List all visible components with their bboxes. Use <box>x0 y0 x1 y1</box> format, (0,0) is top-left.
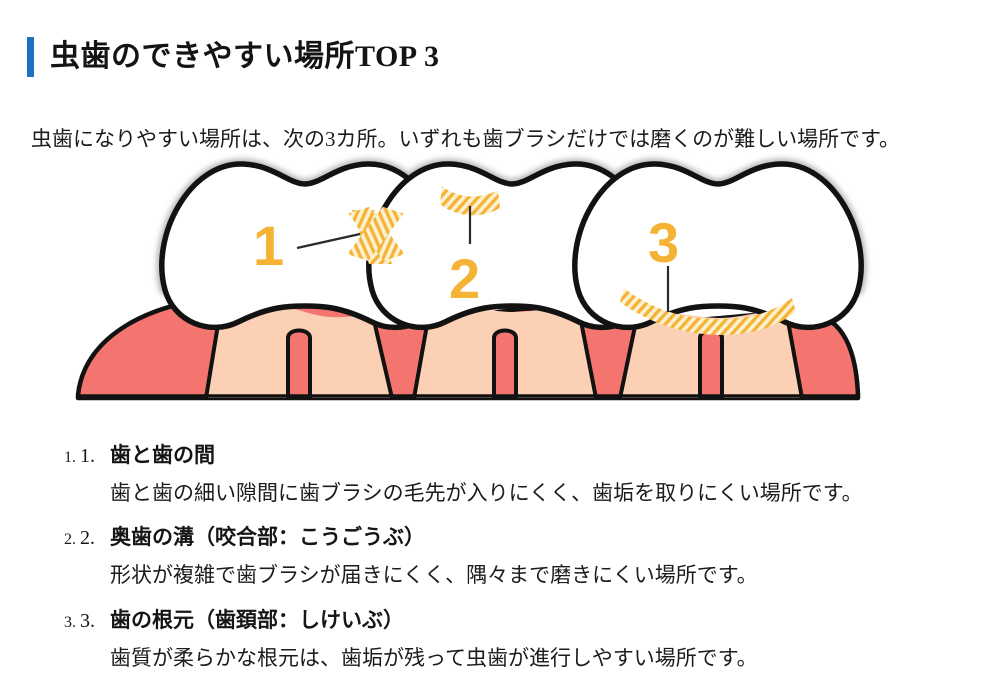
list-item-number: 1. <box>80 445 95 467</box>
list-item-title: 歯の根元（歯頚部：しけいぶ） <box>110 607 404 632</box>
marker-1-hatch <box>347 206 405 261</box>
list-item: 2. 奥歯の溝（咬合部：こうごうぶ） 形状が複雑で歯ブラシが届きにくく、隅々まで… <box>80 522 1000 590</box>
list-item-heading: 1. 歯と歯の間 <box>80 440 1000 471</box>
marker-1-number: 1 <box>253 214 284 277</box>
marker-1-leader-line <box>296 232 361 250</box>
marker-3-group: 3 <box>620 211 796 336</box>
list-item-number: 2. <box>80 527 95 550</box>
page-header: 虫歯のできやすい場所TOP 3 <box>27 33 439 81</box>
list-item-number: 3. <box>80 609 95 632</box>
marker-1-group: 1 <box>253 206 405 277</box>
list-item-heading: 3. 歯の根元（歯頚部：しけいぶ） <box>80 605 1000 636</box>
marker-2-group: 2 <box>440 186 500 310</box>
marker-3-hatch <box>620 288 796 336</box>
marker-2-number: 2 <box>449 247 480 310</box>
list-item: 3. 歯の根元（歯頚部：しけいぶ） 歯質が柔らかな根元は、歯垢が残って虫歯が進行… <box>80 605 1000 673</box>
tooth-illustration-svg: 1 2 3 <box>75 158 867 401</box>
list-item-title: 歯と歯の間 <box>110 443 215 467</box>
list-item: 1. 歯と歯の間 歯と歯の細い隙間に歯ブラシの毛先が入りにくく、歯垢を取りにくい… <box>80 440 1000 508</box>
list-item-title: 奥歯の溝（咬合部：こうごうぶ） <box>110 525 425 550</box>
list-item-heading: 2. 奥歯の溝（咬合部：こうごうぶ） <box>80 522 1000 553</box>
accent-bar <box>27 37 34 77</box>
cavity-prone-spots-list: 1. 歯と歯の間 歯と歯の細い隙間に歯ブラシの毛先が入りにくく、歯垢を取りにくい… <box>40 440 1000 673</box>
list-item-body: 歯質が柔らかな根元は、歯垢が残って虫歯が進行しやすい場所です。 <box>110 645 758 670</box>
lead-paragraph: 虫歯になりやすい場所は、次の3カ所。いずれも歯ブラシだけでは磨くのが難しい場所で… <box>31 127 900 151</box>
list-item-body: 形状が複雑で歯ブラシが届きにくく、隅々まで磨きにくい場所です。 <box>110 563 758 588</box>
tooth-illustration: 1 2 3 <box>0 140 1000 410</box>
page-title: 虫歯のできやすい場所TOP 3 <box>50 40 440 73</box>
tooth-crown-3 <box>572 161 864 331</box>
marker-3-number: 3 <box>648 211 679 274</box>
list-item-body: 歯と歯の細い隙間に歯ブラシの毛先が入りにくく、歯垢を取りにくい場所です。 <box>110 481 863 505</box>
marker-2-hatch <box>440 186 500 216</box>
